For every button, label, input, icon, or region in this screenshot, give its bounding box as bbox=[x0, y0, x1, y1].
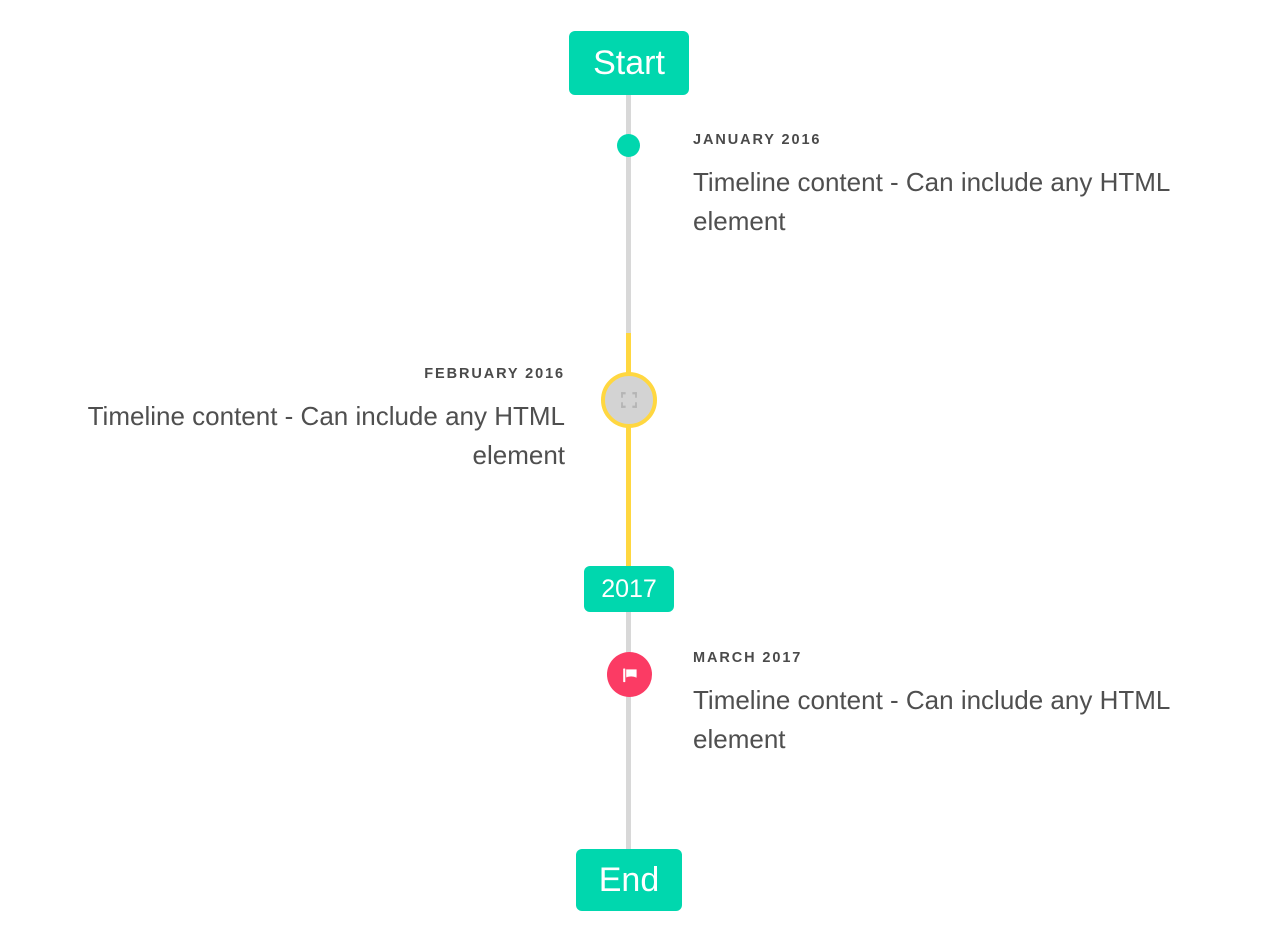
timeline-start-badge-label: Start bbox=[593, 43, 665, 82]
timeline-entry-body: Timeline content - Can include any HTML … bbox=[693, 167, 1170, 236]
timeline-marker-march-2017[interactable] bbox=[607, 652, 652, 697]
timeline-start-badge[interactable]: Start bbox=[569, 31, 689, 95]
timeline-year-badge[interactable]: 2017 bbox=[584, 566, 674, 612]
timeline-marker-february-2016[interactable] bbox=[601, 372, 657, 428]
timeline-axis-segment-top bbox=[626, 95, 631, 333]
timeline-entry-body: Timeline content - Can include any HTML … bbox=[87, 401, 565, 470]
timeline-entry-march-2017: MARCH 2017 Timeline content - Can includ… bbox=[693, 650, 1223, 758]
timeline-year-badge-label: 2017 bbox=[601, 574, 657, 603]
timeline-entry-body: Timeline content - Can include any HTML … bbox=[693, 685, 1170, 754]
timeline-entry-january-2016: JANUARY 2016 Timeline content - Can incl… bbox=[693, 132, 1223, 240]
timeline-entry-date: JANUARY 2016 bbox=[693, 132, 822, 148]
timeline-marker-january-2016[interactable] bbox=[617, 134, 640, 157]
timeline-axis-segment-bottom bbox=[626, 612, 631, 856]
timeline-end-badge-label: End bbox=[598, 860, 660, 899]
timeline-axis-segment-highlighted bbox=[626, 333, 631, 566]
timeline-entry-date: FEBRUARY 2016 bbox=[424, 366, 565, 382]
timeline-entry-february-2016: FEBRUARY 2016 Timeline content - Can inc… bbox=[38, 366, 565, 474]
broken-image-icon bbox=[621, 392, 637, 408]
timeline-end-badge[interactable]: End bbox=[576, 849, 682, 911]
flag-icon bbox=[622, 668, 637, 682]
timeline-entry-date: MARCH 2017 bbox=[693, 650, 803, 666]
